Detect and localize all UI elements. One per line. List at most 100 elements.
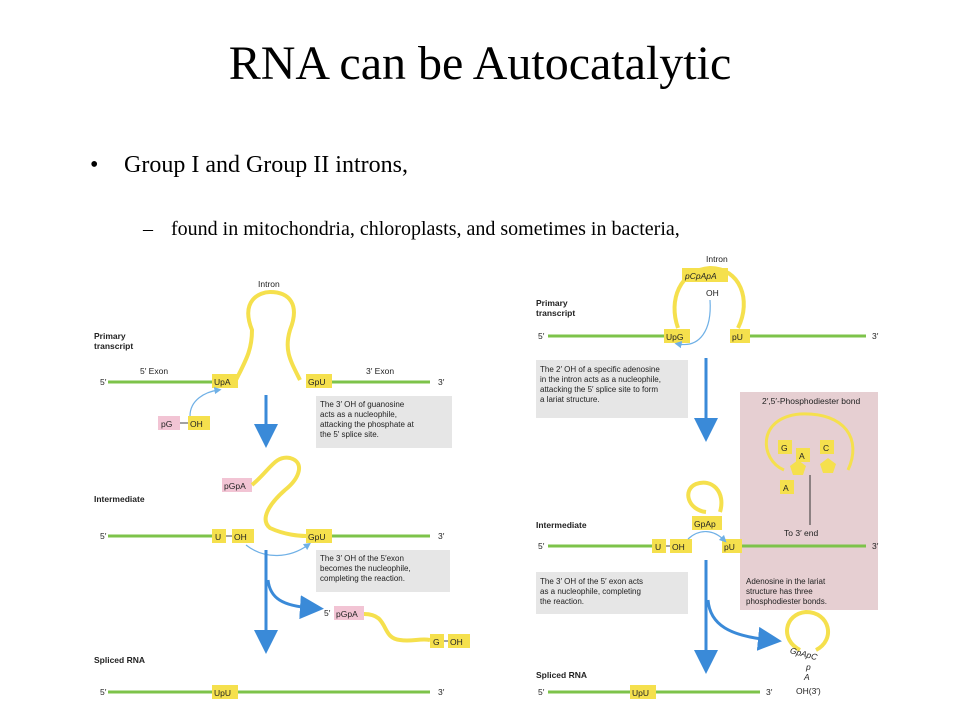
right-note-box-1 bbox=[536, 360, 688, 418]
right-GpAp-label: GpAp bbox=[694, 519, 716, 529]
right-nC-label: C bbox=[823, 443, 829, 453]
right-nA2-label: A bbox=[783, 483, 789, 493]
right-pCpApA-box bbox=[682, 268, 728, 282]
right-to3-label: To 3′ end bbox=[784, 528, 818, 538]
left-GpU2-label: GpU bbox=[308, 532, 325, 542]
left-OH-label: OH bbox=[190, 419, 203, 429]
right-nA1-label: A bbox=[799, 451, 805, 461]
right-int-5prime: 5′ bbox=[538, 541, 545, 551]
right-primary-label: Primary bbox=[536, 298, 568, 308]
left-primary-label: Primary bbox=[94, 331, 126, 341]
left-OH3-box bbox=[448, 634, 470, 648]
right-nG-label: G bbox=[781, 443, 788, 453]
left-transcript-label: transcript bbox=[94, 341, 133, 351]
right-nA2-box bbox=[780, 480, 794, 494]
left-GpU-label: GpU bbox=[308, 377, 325, 387]
right-intermediate-label: Intermediate bbox=[536, 520, 587, 530]
left-exon5-label: 5′ Exon bbox=[140, 366, 168, 376]
bullet-text: Group I and Group II introns, bbox=[124, 152, 408, 178]
group-one-panel: Intron Primary transcript 5′ 3′ 5′ Exon … bbox=[94, 279, 470, 699]
left-UpA-label: UpA bbox=[214, 377, 231, 387]
right-sugar-1 bbox=[790, 460, 806, 475]
right-spliced-label: Spliced RNA bbox=[536, 670, 587, 680]
left-OH3-label: OH bbox=[450, 637, 463, 647]
left-int-5prime: 5′ bbox=[100, 531, 107, 541]
right-note-text-1: The 2′ OH of a specific adenosine in the… bbox=[540, 365, 663, 404]
left-intron-label: Intron bbox=[258, 279, 280, 289]
left-5prime-label: 5′ bbox=[100, 377, 107, 387]
right-UpG-box bbox=[664, 329, 690, 343]
left-GpU2-box bbox=[306, 529, 332, 543]
left-intermediate-intron bbox=[250, 455, 307, 538]
left-OH-box bbox=[188, 416, 210, 430]
right-OH-label: OH bbox=[706, 288, 719, 298]
left-pG-label: pG bbox=[161, 419, 172, 429]
left-spl-5prime: 5′ bbox=[100, 687, 107, 697]
right-detail-loop bbox=[764, 412, 855, 472]
left-G-box bbox=[430, 634, 444, 648]
right-U-label: U bbox=[655, 542, 661, 552]
left-G-label: G bbox=[433, 637, 440, 647]
right-lariat-detail-panel bbox=[740, 392, 878, 610]
left-attack-arrow-2 bbox=[245, 542, 311, 557]
group-two-panel: Intron pCpApA OH Primary transcript 5′ 3… bbox=[536, 254, 879, 699]
left-prod-pGpA-label: pGpA bbox=[336, 609, 358, 619]
right-pU2-box bbox=[722, 539, 742, 553]
dash-marker: – bbox=[143, 218, 153, 240]
right-bond-title: 2′,5′-Phosphodiester bond bbox=[762, 396, 860, 406]
right-lariat bbox=[686, 480, 724, 514]
right-U-box bbox=[652, 539, 666, 553]
right-p-label: p bbox=[805, 662, 811, 672]
left-pG-box bbox=[158, 416, 180, 430]
left-3prime-label: 3′ bbox=[438, 377, 445, 387]
left-int-3prime: 3′ bbox=[438, 531, 445, 541]
left-pGpA-label: pGpA bbox=[224, 481, 246, 491]
right-pCpApA-label: pCpApA bbox=[684, 271, 717, 281]
right-UpU-label: UpU bbox=[632, 688, 649, 698]
bullet-dot: • bbox=[90, 152, 99, 178]
right-intron-label: Intron bbox=[706, 254, 728, 264]
left-prod-pGpA-box bbox=[334, 606, 364, 620]
right-note-box-2 bbox=[536, 572, 688, 614]
right-nC-box bbox=[820, 440, 834, 454]
right-pU-label: pU bbox=[732, 332, 743, 342]
bullet-item: • Group I and Group II introns, bbox=[90, 152, 408, 179]
right-OH2-box bbox=[670, 539, 692, 553]
right-spl-5prime: 5′ bbox=[538, 687, 545, 697]
right-GpApC-label: GpApC bbox=[789, 645, 819, 662]
right-pink-note: Adenosine in the lariat structure has th… bbox=[746, 577, 827, 606]
right-int-3prime: 3′ bbox=[872, 541, 879, 551]
left-intermediate-label: Intermediate bbox=[94, 494, 145, 504]
left-UpU-box bbox=[212, 685, 238, 699]
sub-bullet-item: –found in mitochondria, chloroplasts, an… bbox=[143, 218, 680, 241]
left-release-arrow bbox=[266, 579, 324, 620]
left-OH2-label: OH bbox=[234, 532, 247, 542]
left-note-box-2 bbox=[316, 550, 450, 592]
right-released-lariat bbox=[785, 609, 830, 652]
right-UpU-box bbox=[630, 685, 656, 699]
right-OH2-label: OH bbox=[672, 542, 685, 552]
right-attack-arrow-1 bbox=[674, 299, 711, 349]
left-pGpA-box bbox=[222, 478, 252, 492]
left-UpU-label: UpU bbox=[214, 688, 231, 698]
right-GpAp-box bbox=[692, 516, 722, 530]
left-intron-loop bbox=[234, 289, 302, 381]
left-GpU-box bbox=[306, 374, 332, 388]
right-pU2-label: pU bbox=[724, 542, 735, 552]
right-sugar-2 bbox=[820, 458, 836, 473]
left-note-text-2: The 3′ OH of the 5′exon becomes the nucl… bbox=[320, 554, 413, 583]
right-spl-3prime: 3′ bbox=[766, 687, 773, 697]
right-3prime: 3′ bbox=[872, 331, 879, 341]
left-spliced-label: Spliced RNA bbox=[94, 655, 145, 665]
right-UpG-label: UpG bbox=[666, 332, 683, 342]
slide-title: RNA can be Autocatalytic bbox=[228, 37, 732, 90]
left-exon3-label: 3′ Exon bbox=[366, 366, 394, 376]
left-OH2-box bbox=[232, 529, 254, 543]
right-transcript-label: transcript bbox=[536, 308, 575, 318]
left-U-box bbox=[212, 529, 226, 543]
right-pU-box bbox=[730, 329, 750, 343]
left-attack-arrow-1 bbox=[189, 386, 222, 417]
left-U-label: U bbox=[215, 532, 221, 542]
right-note-text-2: The 3′ OH of the 5′ exon acts as a nucle… bbox=[540, 577, 645, 606]
